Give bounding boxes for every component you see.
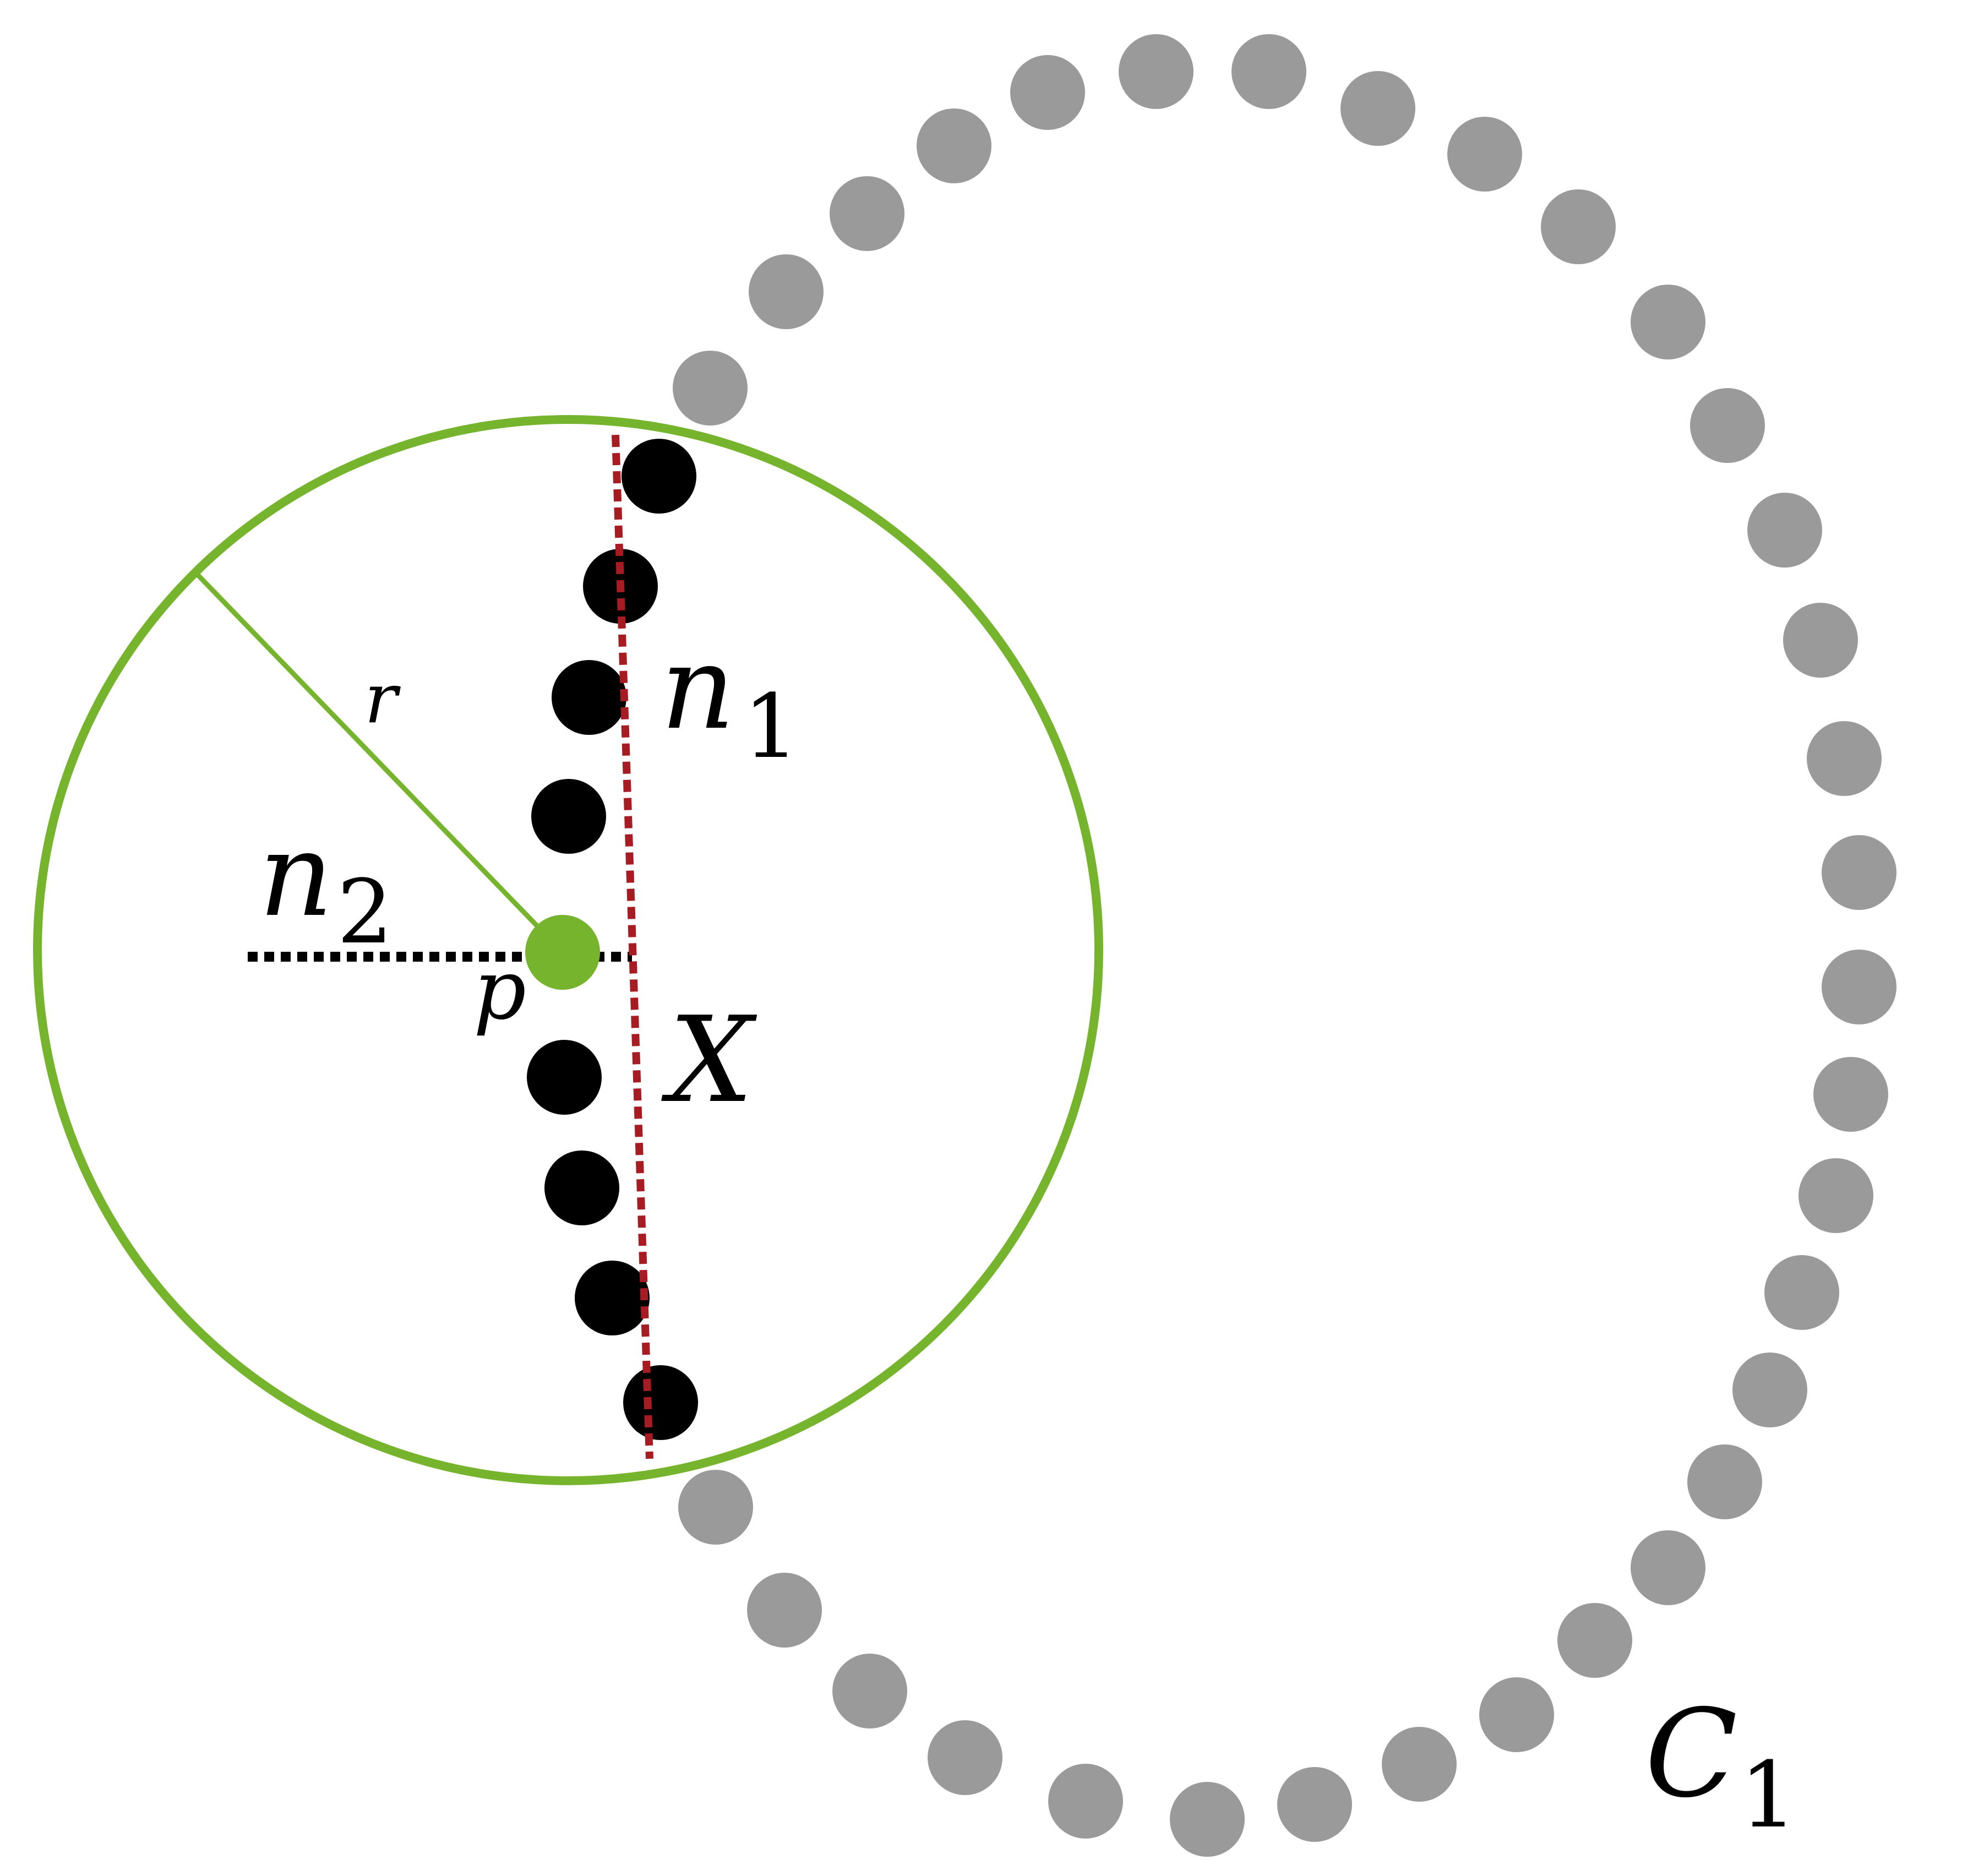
svg-text:n: n <box>661 620 735 755</box>
label-r: r <box>364 659 401 739</box>
inner-point <box>622 439 696 514</box>
outer-point <box>1631 1530 1705 1605</box>
outer-point <box>917 108 991 183</box>
outer-point <box>678 1470 753 1545</box>
label-n2: n 2 <box>259 808 393 963</box>
outer-point <box>1732 1353 1807 1427</box>
label-n1: n 1 <box>661 620 799 778</box>
radius-line <box>193 570 565 955</box>
inner-point <box>531 779 606 854</box>
outer-point <box>1783 603 1858 678</box>
outer-point <box>1798 1158 1873 1233</box>
outer-point <box>749 254 824 329</box>
svg-text:2: 2 <box>337 860 393 963</box>
outer-point <box>1557 1603 1632 1678</box>
outer-point <box>1010 55 1085 130</box>
label-X: X <box>661 991 757 1129</box>
outer-point <box>1231 34 1306 109</box>
label-p: p <box>473 942 526 1038</box>
svg-text:1: 1 <box>743 675 799 778</box>
svg-text:n: n <box>259 808 333 942</box>
label-C1: C 1 <box>1645 1683 1797 1848</box>
outer-point <box>1340 71 1415 146</box>
outer-point <box>1119 34 1193 109</box>
center-point-p <box>525 915 600 990</box>
outer-point <box>832 1654 907 1728</box>
neighborhood-circle <box>33 415 1103 1485</box>
outer-point-ring <box>673 34 1896 1857</box>
fitted-line-x-dotted <box>612 434 653 1459</box>
inner-point <box>552 660 626 735</box>
outer-point <box>1747 493 1822 568</box>
outer-point <box>1048 1764 1123 1839</box>
outer-point <box>1541 189 1616 264</box>
outer-point <box>1690 388 1765 463</box>
outer-point <box>1822 950 1896 1024</box>
svg-text:1: 1 <box>1740 1742 1797 1848</box>
outer-point <box>1764 1255 1839 1330</box>
outer-point <box>1822 835 1896 910</box>
outer-point <box>928 1720 1002 1795</box>
outer-point <box>673 351 748 426</box>
outer-point <box>1807 721 1882 796</box>
outer-point <box>1479 1677 1554 1752</box>
outer-point <box>1447 117 1522 192</box>
outer-point <box>1687 1444 1762 1519</box>
outer-point <box>1170 1782 1245 1857</box>
outer-point <box>1813 1057 1888 1132</box>
outer-point <box>1382 1727 1457 1802</box>
outer-point <box>830 176 904 251</box>
outer-point <box>1631 285 1705 359</box>
inner-point <box>623 1365 698 1440</box>
inner-point <box>544 1150 619 1225</box>
outer-point <box>1277 1767 1352 1842</box>
inner-point <box>527 1040 602 1115</box>
outer-point <box>747 1573 822 1648</box>
inner-point <box>575 1261 650 1335</box>
svg-text:C: C <box>1645 1683 1737 1824</box>
